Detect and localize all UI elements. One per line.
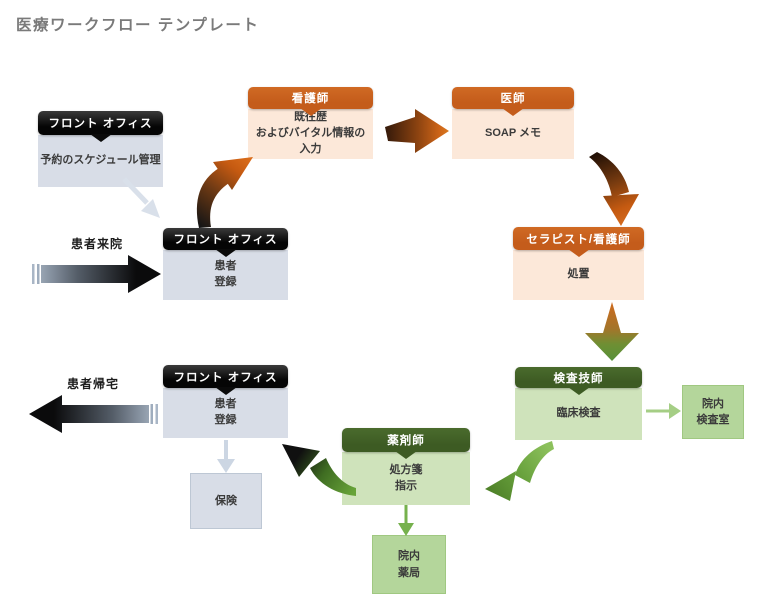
header-notch — [89, 134, 112, 142]
node-lab-role-text: 検査技師 — [553, 372, 604, 385]
box-pharmacy: 院内 薬局 — [372, 535, 446, 594]
header-notch — [502, 108, 524, 116]
node-nurse-role-text: 看護師 — [291, 93, 330, 105]
node-therapist-label: 処置 — [513, 250, 644, 300]
node-appointment-role: フロント オフィス — [38, 111, 163, 142]
arrow-lab-to-lab-room — [646, 403, 681, 419]
header-notch — [214, 387, 237, 395]
node-registration-out: フロント オフィス 患者 登録 — [163, 365, 288, 438]
arrow-patient-departure — [29, 395, 158, 433]
node-doctor-role-text: 医師 — [500, 93, 526, 105]
node-therapist-role: セラピスト/看護師 — [513, 227, 644, 257]
node-nurse: 看護師 既往歴 およびバイタル情報の 入力 — [248, 87, 373, 159]
label-patient-departure: 患者帰宅 — [66, 377, 119, 391]
arrow-nurse-to-doctor — [385, 109, 449, 153]
node-pharmacist-role-text: 薬剤師 — [387, 435, 425, 447]
node-registration-out-role-text: フロント オフィス — [173, 371, 278, 384]
box-lab-room: 院内 検査室 — [682, 385, 744, 439]
header-notch — [214, 249, 237, 257]
node-lab-label: 臨床検査 — [515, 388, 642, 440]
node-pharmacist-label: 処方箋 指示 — [342, 452, 470, 505]
node-doctor-role: 医師 — [452, 87, 574, 116]
node-registration-in-role-text: フロント オフィス — [173, 234, 278, 246]
arrow-registration-to-nurse — [196, 157, 253, 228]
arrow-therapist-to-lab — [585, 302, 639, 361]
node-lab: 検査技師 臨床検査 — [515, 367, 642, 440]
node-appointment-label: 予約のスケジュール管理 — [38, 135, 163, 187]
arrow-doctor-to-therapist — [589, 152, 639, 226]
node-nurse-label: 既往歴 およびバイタル情報の 入力 — [248, 109, 373, 159]
node-registration-in: フロント オフィス 患者 登録 — [163, 228, 288, 300]
node-nurse-role: 看護師 — [248, 87, 373, 116]
header-notch — [299, 108, 322, 116]
node-doctor-label: SOAP メモ — [452, 109, 574, 159]
node-registration-out-label: 患者 登録 — [163, 388, 288, 438]
node-registration-in-role: フロント オフィス — [163, 228, 288, 257]
header-notch — [567, 387, 590, 395]
box-insurance: 保険 — [190, 473, 262, 529]
arrow-pharmacist-to-pharmacy — [398, 505, 414, 536]
arrow-lab-to-pharmacist — [485, 441, 554, 501]
arrow-registration-to-insurance — [217, 440, 235, 473]
node-registration-out-role: フロント オフィス — [163, 365, 288, 395]
arrow-pharmacist-to-registration — [282, 444, 356, 496]
page-title: 医療ワークフロー テンプレート — [16, 17, 260, 34]
node-registration-in-label: 患者 登録 — [163, 250, 288, 300]
node-therapist: セラピスト/看護師 処置 — [513, 227, 644, 300]
node-therapist-role-text: セラピスト/看護師 — [526, 233, 631, 246]
arrow-patient-arrival — [32, 255, 161, 293]
label-patient-arrival: 患者来院 — [70, 237, 123, 251]
node-appointment: フロント オフィス 予約のスケジュール管理 — [38, 111, 163, 187]
arrow-schedule-to-registration — [122, 177, 160, 218]
node-appointment-role-text: フロント オフィス — [48, 118, 153, 130]
node-lab-role: 検査技師 — [515, 367, 642, 395]
node-pharmacist: 薬剤師 処方箋 指示 — [342, 428, 470, 505]
header-notch — [395, 451, 417, 459]
header-notch — [567, 249, 590, 257]
node-pharmacist-role: 薬剤師 — [342, 428, 470, 459]
node-doctor: 医師 SOAP メモ — [452, 87, 574, 159]
